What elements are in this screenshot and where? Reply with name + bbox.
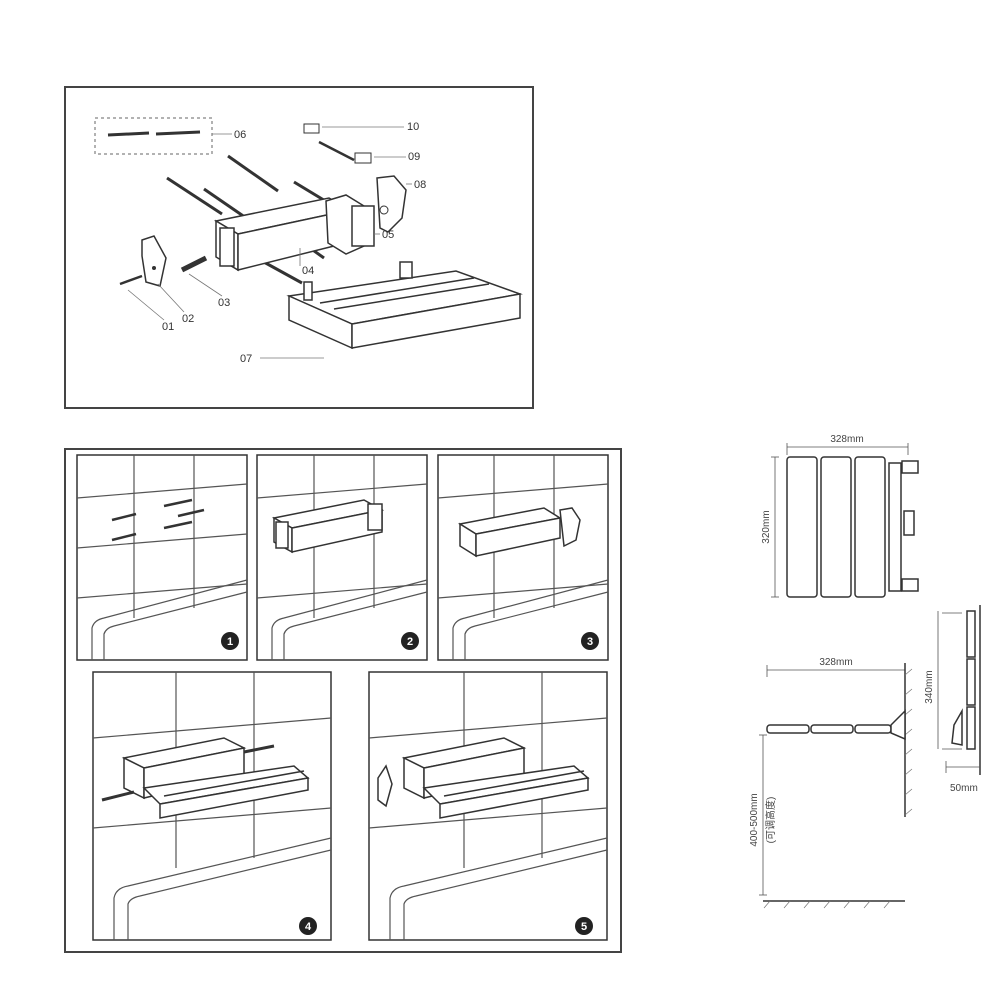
step-5-panel: 5 xyxy=(368,671,608,941)
dimension-drawings-svg: 328mm 320mm 340mm 50mm xyxy=(749,434,981,909)
part-10-nut xyxy=(303,123,320,134)
step-3-panel: 3 xyxy=(437,454,609,661)
step-4-badge xyxy=(299,917,317,935)
step-2-badge xyxy=(401,632,419,650)
step-1-number: 1 xyxy=(227,636,233,648)
step-1-badge xyxy=(221,632,239,650)
exploded-view-drawing: 06 10 09 08 05 04 03 02 01 07 xyxy=(64,86,534,409)
exploded-view-panel: 06 10 09 08 05 04 03 02 01 07 xyxy=(64,86,534,409)
side-view-folded: 340mm 50mm xyxy=(924,605,981,794)
label-05: 05 xyxy=(382,229,394,241)
dimension-drawings: 328mm 320mm 340mm 50mm xyxy=(740,425,998,925)
part-02-cover xyxy=(141,235,167,287)
exploded-view-frame xyxy=(64,86,534,409)
step-4-panel: 4 xyxy=(92,671,332,941)
label-06: 06 xyxy=(234,129,246,141)
label-07: 07 xyxy=(240,353,252,365)
part-01-screw xyxy=(119,274,143,286)
side-width-label: 328mm xyxy=(819,657,852,668)
leader-lines xyxy=(127,126,412,359)
label-01: 01 xyxy=(162,321,174,333)
part-06-screw-a xyxy=(107,131,150,137)
label-04: 04 xyxy=(302,265,314,277)
installation-steps-drawing: 1 2 xyxy=(64,448,622,953)
steps-outer-frame xyxy=(64,448,622,953)
top-view: 328mm 320mm xyxy=(761,434,919,598)
part-06-screw-b xyxy=(155,130,201,136)
step-1-panel: 1 xyxy=(76,454,248,661)
mount-height-label: 400-500mm xyxy=(749,793,760,846)
part-02-dot xyxy=(152,266,156,270)
label-03: 03 xyxy=(218,297,230,309)
part-08-hole xyxy=(379,205,389,215)
part-08-hinge xyxy=(376,175,407,233)
wall-gap-label: 50mm xyxy=(950,783,978,794)
label-10: 10 xyxy=(407,121,419,133)
step-3-number: 3 xyxy=(587,636,593,648)
top-height-label: 320mm xyxy=(761,510,772,543)
part-09-cap xyxy=(354,152,372,164)
step-2-panel: 2 xyxy=(256,454,428,661)
step-2-number: 2 xyxy=(407,636,413,648)
step-4-number: 4 xyxy=(305,921,312,933)
step-3-badge xyxy=(581,632,599,650)
step-5-number: 5 xyxy=(581,921,587,933)
mount-note-label: (可调高度) xyxy=(764,797,777,844)
part-03-anchor xyxy=(180,255,208,273)
side-depth-label: 340mm xyxy=(924,670,935,703)
label-08: 08 xyxy=(414,179,426,191)
part-09-pin xyxy=(318,140,355,162)
side-view-open: 328mm 400-500mm (可调高度) xyxy=(749,657,913,909)
label-02: 02 xyxy=(182,313,194,325)
label-09: 09 xyxy=(408,151,420,163)
part-05-bracket xyxy=(213,194,375,272)
part-06-box xyxy=(94,117,213,155)
top-width-label: 328mm xyxy=(830,434,863,445)
installation-steps-panel: 1 2 xyxy=(64,448,622,953)
step-5-badge xyxy=(575,917,593,935)
part-07-seat xyxy=(286,261,523,350)
